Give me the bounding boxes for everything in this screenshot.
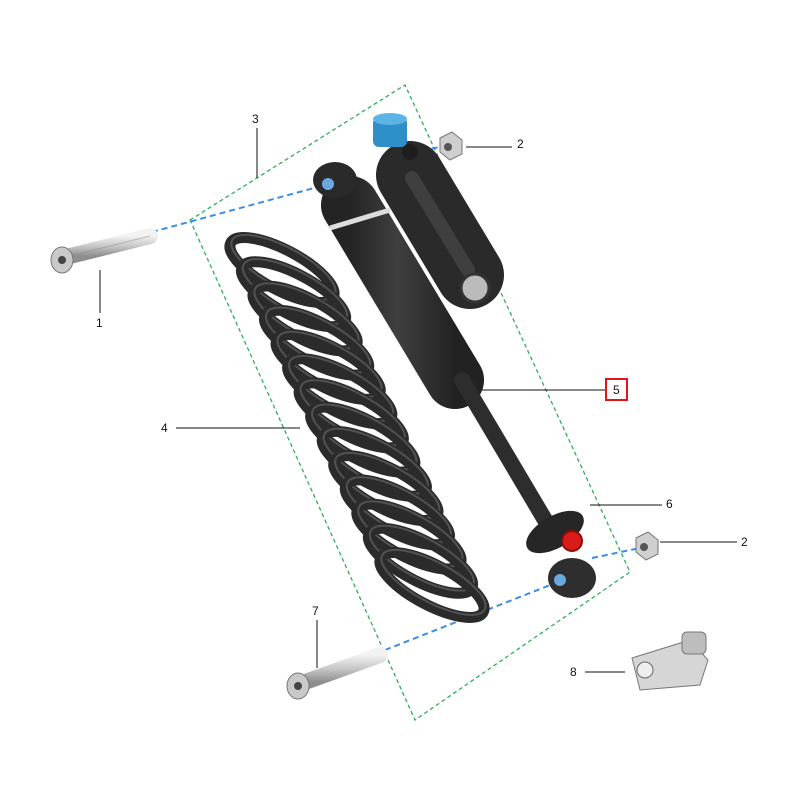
spring-seat <box>526 510 584 554</box>
nut-2-bottom <box>635 531 659 561</box>
callout-4[interactable]: 4 <box>161 421 168 435</box>
assembly-outline <box>189 84 631 721</box>
nut-2-top <box>439 131 463 161</box>
callout-5[interactable]: 5 <box>613 383 620 397</box>
callout-2-bottom[interactable]: 2 <box>741 535 748 549</box>
bracket-8 <box>631 631 709 691</box>
callout-2-top[interactable]: 2 <box>517 137 524 151</box>
callout-5-highlight-box <box>605 378 628 401</box>
leader-lines <box>99 128 737 673</box>
reservoir-cap <box>373 117 407 147</box>
callout-8[interactable]: 8 <box>570 665 577 679</box>
top-eyelet <box>313 162 357 198</box>
bolt-7 <box>286 647 388 700</box>
adjuster-knob <box>561 530 583 552</box>
callout-6[interactable]: 6 <box>666 497 673 511</box>
spring-coil-highlight <box>380 548 487 616</box>
shock-absorber <box>313 113 596 598</box>
callout-1[interactable]: 1 <box>96 316 103 330</box>
bottom-eyelet <box>548 558 596 598</box>
bolt-1 <box>50 228 158 274</box>
coil-spring <box>224 232 490 623</box>
top-eyelet-nut <box>402 144 418 160</box>
callout-7[interactable]: 7 <box>312 604 319 618</box>
callout-3[interactable]: 3 <box>252 112 259 126</box>
shock-shaft <box>454 372 556 533</box>
